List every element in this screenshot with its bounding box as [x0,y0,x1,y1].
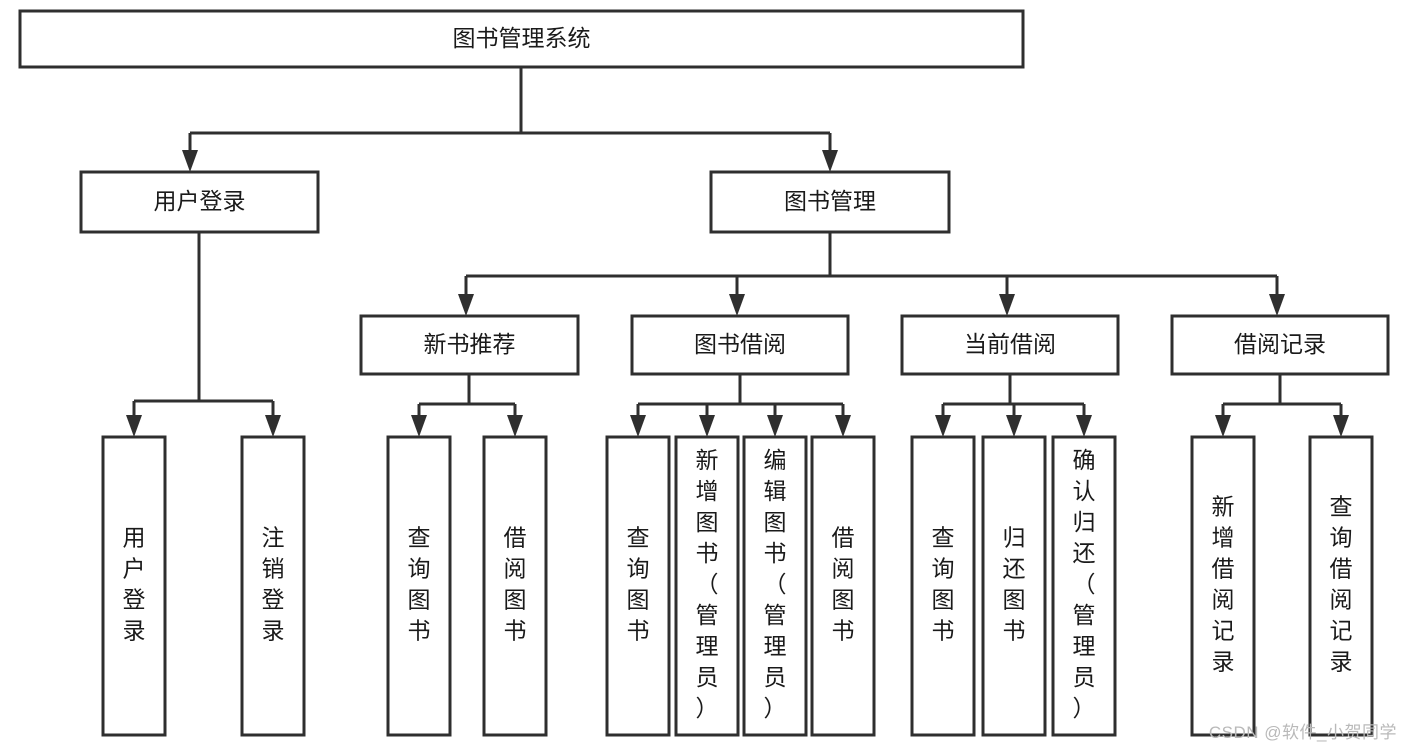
arrow-head [1269,294,1285,316]
connector-c-br-to-leaves [1215,374,1349,437]
node-label: 用户登录 [154,188,246,214]
node-label: 图书借阅 [694,331,786,357]
node-label: 图书管理 [784,188,876,214]
node-label: 当前借阅 [964,331,1056,357]
node-box [910,435,976,737]
arrow-head [935,415,951,437]
arrow-head [265,415,281,437]
node-user-login[interactable]: 用户登录 [79,170,320,234]
node-box [630,314,850,376]
node-leaf-borrow-book-1[interactable]: 借阅图书 [482,435,548,737]
node-label: 确认归还（管理员） [1073,447,1096,721]
node-label: 查询图书 [408,525,431,644]
connectors-layer [126,67,1349,437]
node-borrow-record[interactable]: 借阅记录 [1170,314,1390,376]
node-label: 借阅图书 [504,525,527,644]
node-label: 新书推荐 [424,331,516,357]
csdn-watermark: CSDN @软件_小贺同学 [1208,723,1397,742]
node-book-management[interactable]: 图书管理 [709,170,951,234]
node-label: 注销登录 [262,525,285,644]
node-current-borrow[interactable]: 当前借阅 [900,314,1120,376]
nodes-layer: 图书管理系统用户登录图书管理新书推荐图书借阅当前借阅借阅记录用户登录注销登录查询… [18,9,1390,737]
connector-c-nbr-to-leaves [411,374,523,437]
connector-c-ul-to-leaves [126,232,281,437]
node-leaf-query-book-3[interactable]: 查询图书 [910,435,976,737]
arrow-head [767,415,783,437]
node-box [482,435,548,737]
node-box [1308,435,1374,737]
arrow-head [1076,415,1092,437]
node-label: 查询借阅记录 [1330,494,1353,675]
node-label: 归还图书 [1003,525,1026,644]
node-leaf-add-book[interactable]: 新增图书（管理员） [674,435,740,737]
node-box [101,435,167,737]
node-leaf-return-book[interactable]: 归还图书 [981,435,1047,737]
node-box [709,170,951,234]
arrow-head [630,415,646,437]
node-box [810,435,876,737]
node-leaf-user-login[interactable]: 用户登录 [101,435,167,737]
node-box [1190,435,1256,737]
node-label: 借阅记录 [1234,331,1326,357]
node-box [1170,314,1390,376]
node-label: 编辑图书（管理员） [764,447,787,721]
node-label: 用户登录 [123,525,146,644]
arrow-head [729,294,745,316]
arrow-head [1006,415,1022,437]
arrow-head [458,294,474,316]
node-box [240,435,306,737]
node-leaf-add-borrow-record[interactable]: 新增借阅记录 [1190,435,1256,737]
node-label: 借阅图书 [832,525,855,644]
arrow-head [126,415,142,437]
node-box [79,170,320,234]
arrow-head [507,415,523,437]
node-leaf-confirm-return[interactable]: 确认归还（管理员） [1051,435,1117,737]
node-leaf-query-book-1[interactable]: 查询图书 [386,435,452,737]
node-leaf-borrow-book-2[interactable]: 借阅图书 [810,435,876,737]
node-box [18,9,1025,69]
node-box [605,435,671,737]
node-label: 新增借阅记录 [1212,494,1235,675]
node-leaf-logout[interactable]: 注销登录 [240,435,306,737]
arrow-head [182,150,198,172]
node-root[interactable]: 图书管理系统 [18,9,1025,69]
node-book-borrow[interactable]: 图书借阅 [630,314,850,376]
node-leaf-edit-book[interactable]: 编辑图书（管理员） [742,435,808,737]
node-box [386,435,452,737]
connector-c-bb-to-leaves [630,374,851,437]
node-label: 图书管理系统 [453,25,591,51]
node-label: 查询图书 [932,525,955,644]
arrow-head [1215,415,1231,437]
arrow-head [411,415,427,437]
node-box [674,435,740,737]
node-label: 查询图书 [627,525,650,644]
node-box [1051,435,1117,737]
connector-c-bm-to-level3 [458,232,1285,316]
connector-c-root-to-level2 [182,67,838,172]
node-new-book-recommend[interactable]: 新书推荐 [359,314,580,376]
arrow-head [699,415,715,437]
node-box [359,314,580,376]
node-label: 新增图书（管理员） [696,447,719,721]
connector-c-cb-to-leaves [935,374,1092,437]
arrow-head [999,294,1015,316]
arrow-head [835,415,851,437]
node-box [900,314,1120,376]
node-leaf-query-borrow-record[interactable]: 查询借阅记录 [1308,435,1374,737]
arrow-head [822,150,838,172]
node-leaf-query-book-2[interactable]: 查询图书 [605,435,671,737]
node-box [981,435,1047,737]
arrow-head [1333,415,1349,437]
node-box [742,435,808,737]
